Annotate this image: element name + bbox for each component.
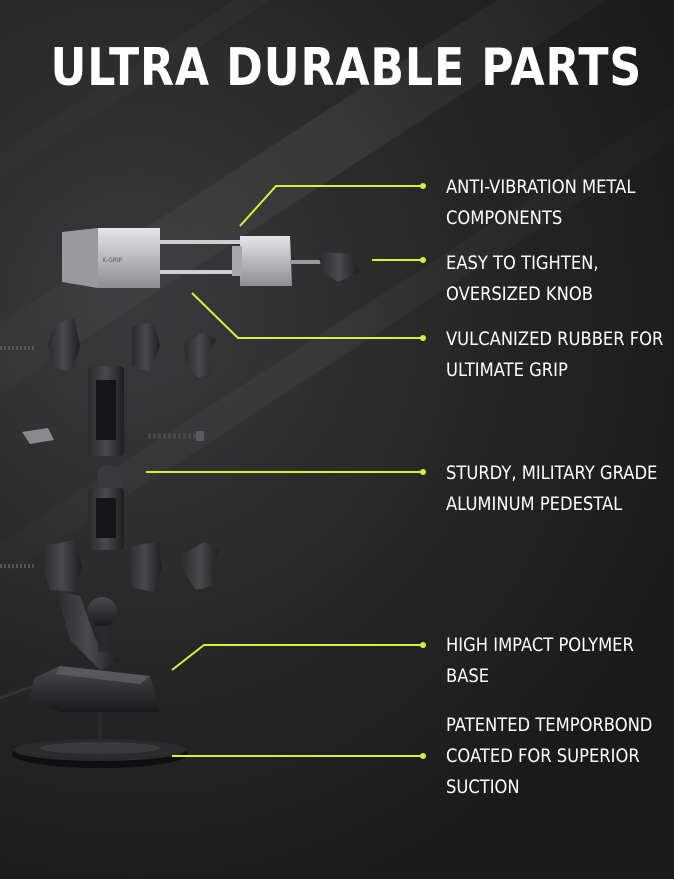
leader-dot-1 bbox=[420, 183, 426, 189]
callout-line: BASE bbox=[446, 665, 490, 687]
clamp-logo-text: X-GRIP bbox=[102, 257, 123, 264]
leader-dot-3 bbox=[420, 335, 426, 341]
callout-line: COMPONENTS bbox=[446, 207, 563, 229]
callout-line: STURDY, MILITARY GRADE bbox=[446, 462, 658, 484]
callout-vulcanized-rubber: VULCANIZED RUBBER FOR ULTIMATE GRIP bbox=[446, 324, 664, 386]
leader-dot-4 bbox=[420, 469, 426, 475]
leader-dot-6 bbox=[420, 753, 426, 759]
suction-cup-part bbox=[12, 739, 188, 768]
callout-oversized-knob: EASY TO TIGHTEN, OVERSIZED KNOB bbox=[446, 248, 640, 310]
callout-line: HIGH IMPACT POLYMER bbox=[446, 634, 634, 656]
callout-line: ANTI-VIBRATION METAL bbox=[446, 176, 636, 198]
metal-clamp-part: X-GRIP bbox=[62, 228, 360, 288]
page-title: ULTRA DURABLE PARTS bbox=[50, 38, 643, 98]
callout-line: OVERSIZED KNOB bbox=[446, 283, 593, 305]
callout-line: ALUMINUM PEDESTAL bbox=[446, 493, 623, 515]
joint-parts-upper bbox=[0, 318, 216, 456]
callout-line: EASY TO TIGHTEN, bbox=[446, 252, 599, 274]
callout-line: SUCTION bbox=[446, 776, 520, 798]
callout-line: PATENTED TEMPORBOND bbox=[446, 714, 653, 736]
callout-polymer-base: HIGH IMPACT POLYMER BASE bbox=[446, 630, 640, 692]
leader-line-3 bbox=[191, 292, 422, 339]
callout-aluminum-pedestal: STURDY, MILITARY GRADE ALUMINUM PEDESTAL bbox=[446, 458, 658, 520]
callout-leader-lines bbox=[146, 183, 426, 759]
callout-line: ULTIMATE GRIP bbox=[446, 359, 568, 381]
leader-dot-2 bbox=[420, 257, 426, 263]
aluminum-pedestal-part bbox=[88, 465, 124, 550]
leader-dot-5 bbox=[420, 642, 426, 648]
leader-line-1 bbox=[239, 185, 422, 227]
joint-parts-lower bbox=[0, 540, 220, 592]
callout-anti-vibration: ANTI-VIBRATION METAL COMPONENTS bbox=[446, 172, 640, 234]
polymer-base-part bbox=[0, 590, 160, 748]
callout-temporbond-suction: PATENTED TEMPORBOND COATED FOR SUPERIOR … bbox=[446, 710, 653, 803]
callout-line: COATED FOR SUPERIOR bbox=[446, 745, 640, 767]
leader-line-5 bbox=[171, 644, 422, 671]
callout-line: VULCANIZED RUBBER FOR bbox=[446, 328, 664, 350]
